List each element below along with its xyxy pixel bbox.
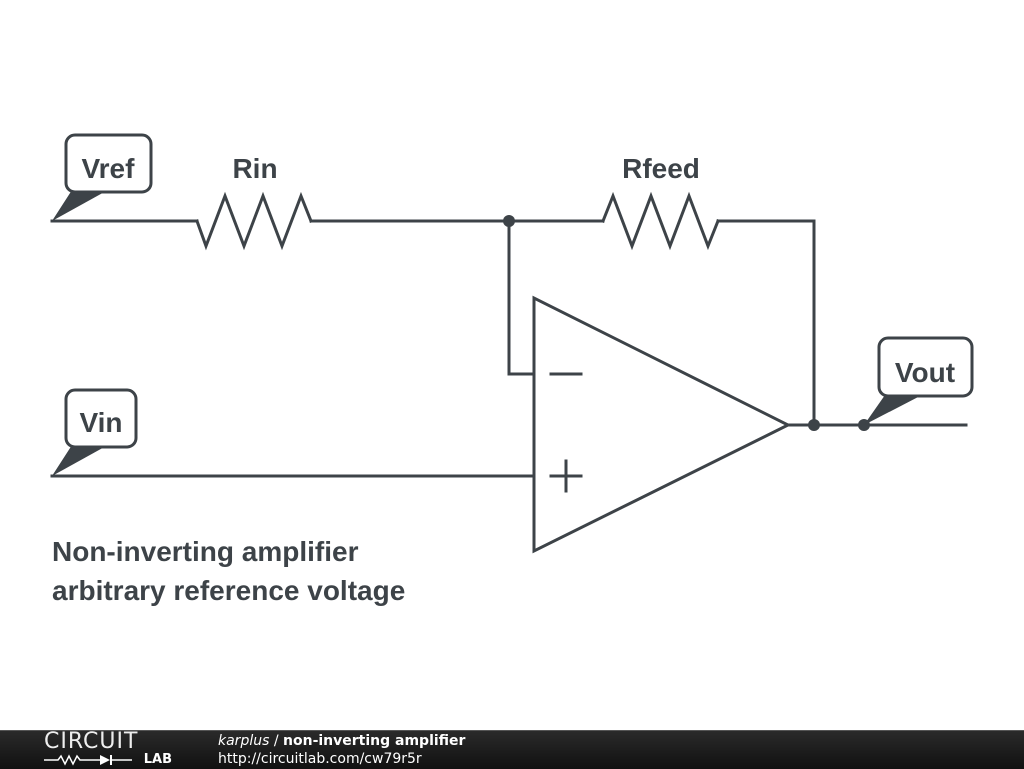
- opamp[interactable]: [532, 295, 792, 554]
- label-rfeed: Rfeed: [622, 153, 700, 184]
- resistor-rin[interactable]: [195, 191, 313, 251]
- net-label-vref-text: Vref: [82, 153, 136, 184]
- footer-bar: CIRCUIT LAB karplus / non-inverting ampl…: [0, 730, 1024, 769]
- label-rin: Rin: [232, 153, 277, 184]
- net-label-vin[interactable]: Vin: [52, 388, 138, 476]
- net-label-vout-pointer: [864, 395, 922, 425]
- net-label-vref-pointer: [52, 190, 108, 221]
- junction-node-feedback: [503, 215, 515, 227]
- wire-rfeed-vout: [716, 219, 816, 427]
- circuit-title[interactable]: non-inverting amplifier: [283, 733, 466, 749]
- resistor-rfeed[interactable]: [601, 191, 720, 251]
- caption-line-1: Non-inverting amplifier: [52, 536, 359, 567]
- logo-circuit-text: CIRCUIT: [44, 729, 139, 754]
- net-label-vin-pointer: [52, 445, 108, 476]
- circuit-url[interactable]: http://circuitlab.com/cw79r5r: [218, 751, 422, 767]
- net-label-vref[interactable]: Vref: [52, 133, 153, 221]
- net-label-vout[interactable]: Vout: [864, 336, 974, 425]
- logo-lab-text: LAB: [143, 752, 172, 767]
- net-label-vout-text: Vout: [895, 357, 955, 388]
- author-link[interactable]: karplus: [218, 733, 270, 749]
- footer-info: karplus / non-inverting amplifier http:/…: [218, 732, 465, 768]
- schematic-canvas: Rin Rfeed Vref Vin Vout Non-inverting am…: [50, 133, 974, 606]
- junction-node-output: [808, 419, 820, 431]
- circuitlab-logo[interactable]: CIRCUIT LAB: [44, 729, 174, 767]
- resistor-diode-icon: [44, 754, 132, 766]
- wire-node-minus: [507, 219, 536, 376]
- net-label-vin-text: Vin: [79, 407, 122, 438]
- caption-line-2: arbitrary reference voltage: [52, 575, 405, 606]
- footer-separator: /: [269, 733, 284, 749]
